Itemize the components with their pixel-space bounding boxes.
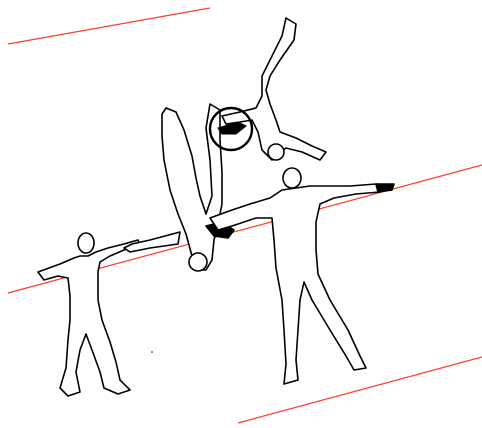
figure-left-standing[interactable]: [38, 233, 140, 396]
figure-center-handstand[interactable]: [124, 104, 234, 271]
stray-dot: [151, 351, 153, 353]
figure-right-standing[interactable]: [210, 168, 394, 384]
guide-line-top-left: [8, 8, 210, 44]
figure-top-inverted[interactable]: [222, 18, 326, 160]
